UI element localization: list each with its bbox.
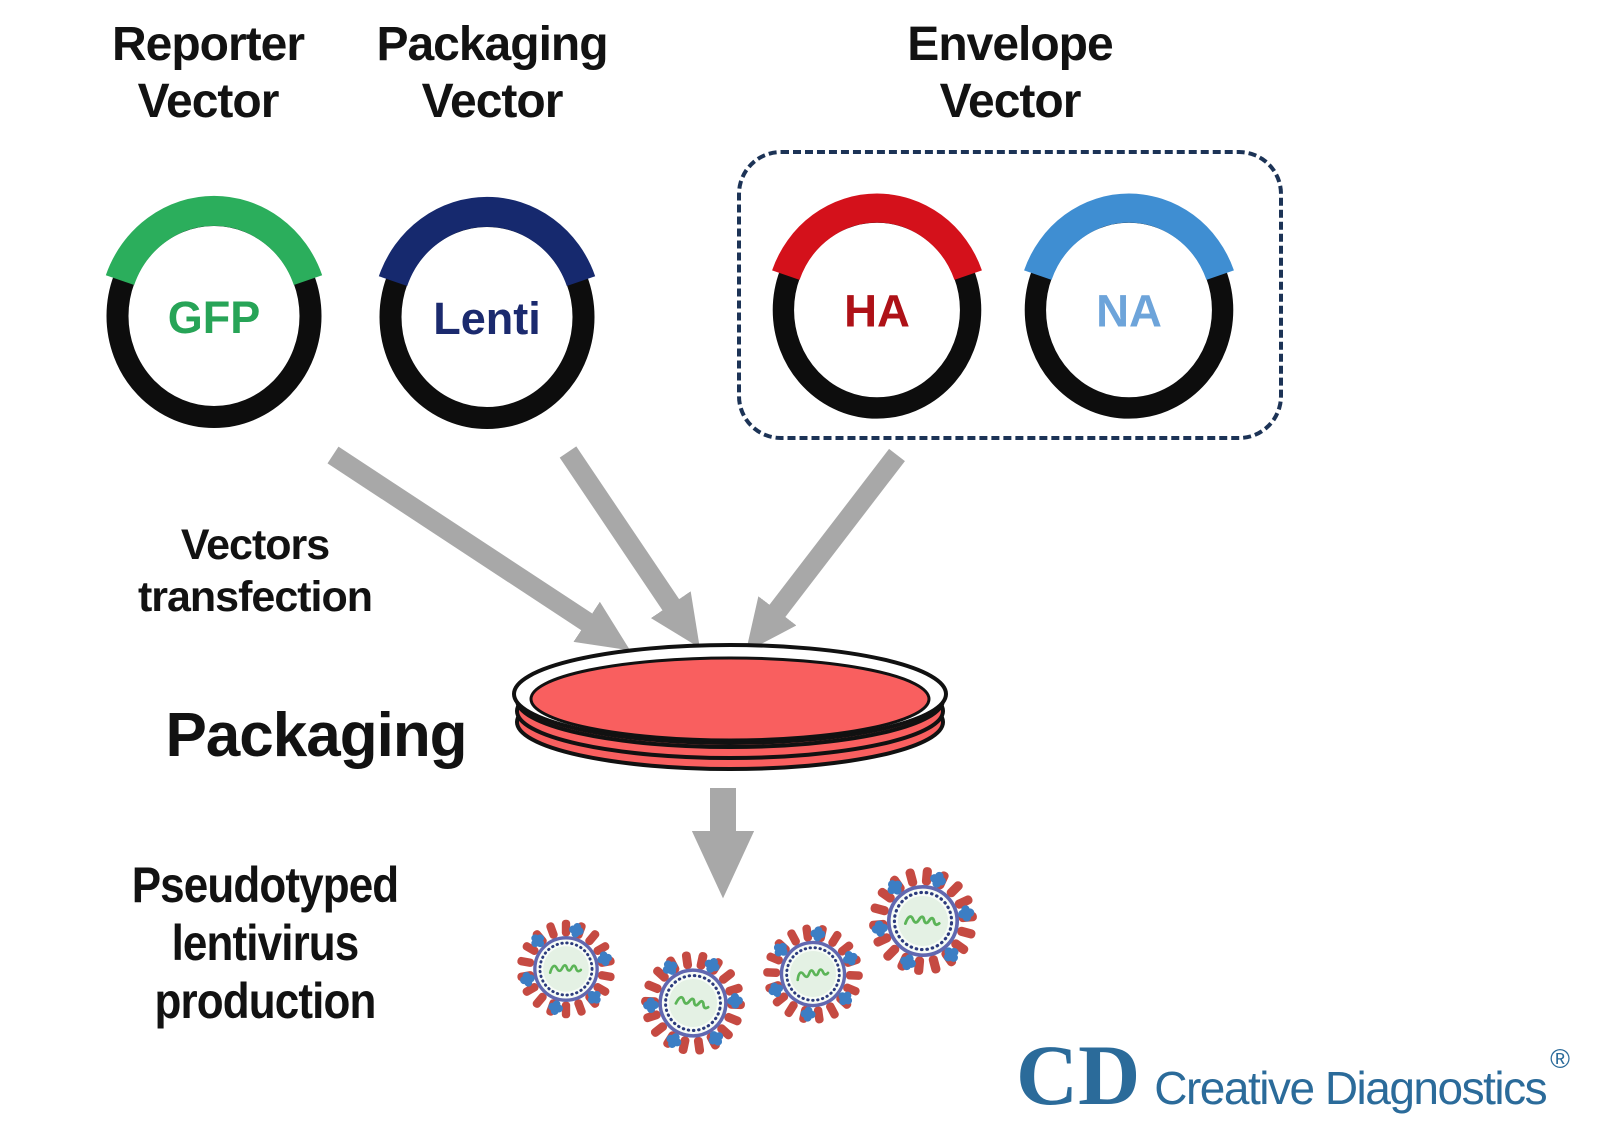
reporter-transfection-arrow-icon: [327, 446, 631, 651]
envelope-vector-title: Envelope Vector: [907, 18, 1113, 129]
envelope-vector-group-box: [737, 150, 1283, 440]
reporter-vector-title: Reporter Vector: [111, 18, 305, 129]
creative-diagnostics-logo: CD Creative Diagnostics ®: [1016, 1032, 1570, 1118]
logo-name: Creative Diagnostics: [1154, 1062, 1547, 1114]
pseudotyped-lentivirus-production-label: Pseudotyped lentivirus production: [131, 857, 399, 1029]
ha-plasmid-icon: HA: [772, 193, 982, 419]
lenti-plasmid-icon: Lenti: [378, 197, 596, 429]
packaging-vector-title: Packaging Vector: [376, 18, 608, 129]
na-plasmid-icon: NA: [1024, 193, 1234, 419]
lenti-gene-arc: [378, 197, 596, 287]
lentivirus-particles: [517, 862, 982, 1064]
packaging-step-label: Packaging: [165, 701, 467, 770]
gfp-gene-arc: [105, 196, 323, 286]
gfp-plasmid-label: GFP: [168, 292, 261, 343]
ha-plasmid-label: HA: [844, 285, 910, 336]
logo-monogram: CD: [1016, 1027, 1141, 1123]
na-gene-arc: [1024, 193, 1234, 281]
ha-gene-arc: [772, 193, 982, 281]
transfection-arrows: [327, 446, 905, 653]
registered-trademark-icon: ®: [1550, 1044, 1570, 1074]
lentivirus-particle-icon: [517, 920, 616, 1019]
packaging-transfection-arrow-icon: [559, 446, 700, 648]
gfp-plasmid-icon: GFP: [105, 196, 323, 428]
na-plasmid-label: NA: [1096, 285, 1162, 336]
lentivirus-particle-icon: [864, 862, 981, 979]
lenti-plasmid-label: Lenti: [433, 293, 541, 344]
lentivirus-particle-icon: [757, 918, 869, 1031]
petri-dish-icon: [512, 643, 948, 771]
envelope-transfection-arrow-icon: [745, 448, 905, 653]
lentivirus-particle-icon: [631, 941, 754, 1064]
vectors-transfection-label: Vectors transfection: [137, 521, 373, 622]
